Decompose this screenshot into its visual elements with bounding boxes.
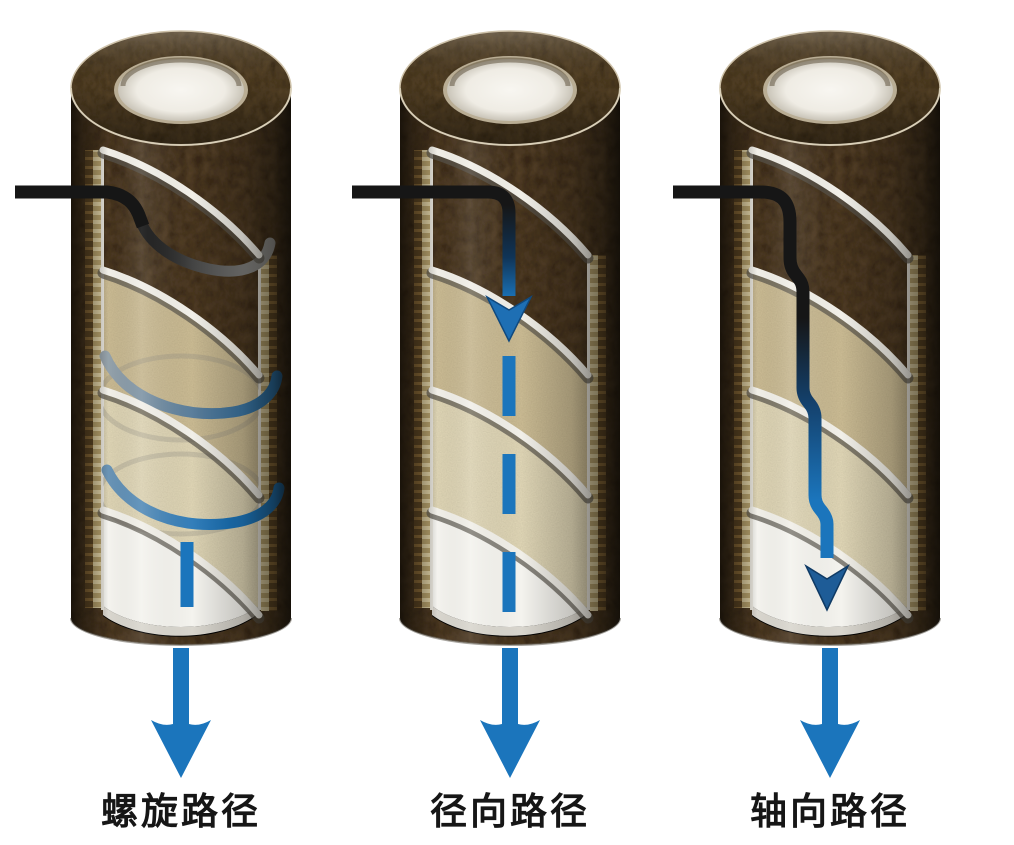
figure-label-spiral: 螺旋路径 bbox=[101, 791, 261, 832]
figure-label-radial: 径向路径 bbox=[430, 791, 590, 832]
cylinder-illustration-spiral bbox=[15, 0, 351, 778]
inlet-line bbox=[352, 185, 516, 296]
figure-label-axial: 轴向路径 bbox=[750, 791, 910, 832]
inlet-line bbox=[673, 185, 834, 558]
figure-spiral-path: 螺旋路径 bbox=[11, 0, 351, 834]
inlet-line bbox=[15, 185, 150, 229]
cylinder-illustration-axial bbox=[673, 0, 1000, 778]
figure-axial-path: 轴向路径 bbox=[660, 0, 1000, 834]
flow-arrow-down-icon bbox=[480, 648, 540, 778]
figure-radial-path: 径向路径 bbox=[340, 0, 680, 834]
cylinder-illustration-radial bbox=[352, 0, 680, 778]
flow-arrowhead-icon bbox=[804, 564, 850, 612]
flow-arrowhead-icon bbox=[485, 295, 533, 343]
flow-arrow-down-icon bbox=[151, 648, 211, 778]
flow-arrow-down-icon bbox=[800, 648, 860, 778]
